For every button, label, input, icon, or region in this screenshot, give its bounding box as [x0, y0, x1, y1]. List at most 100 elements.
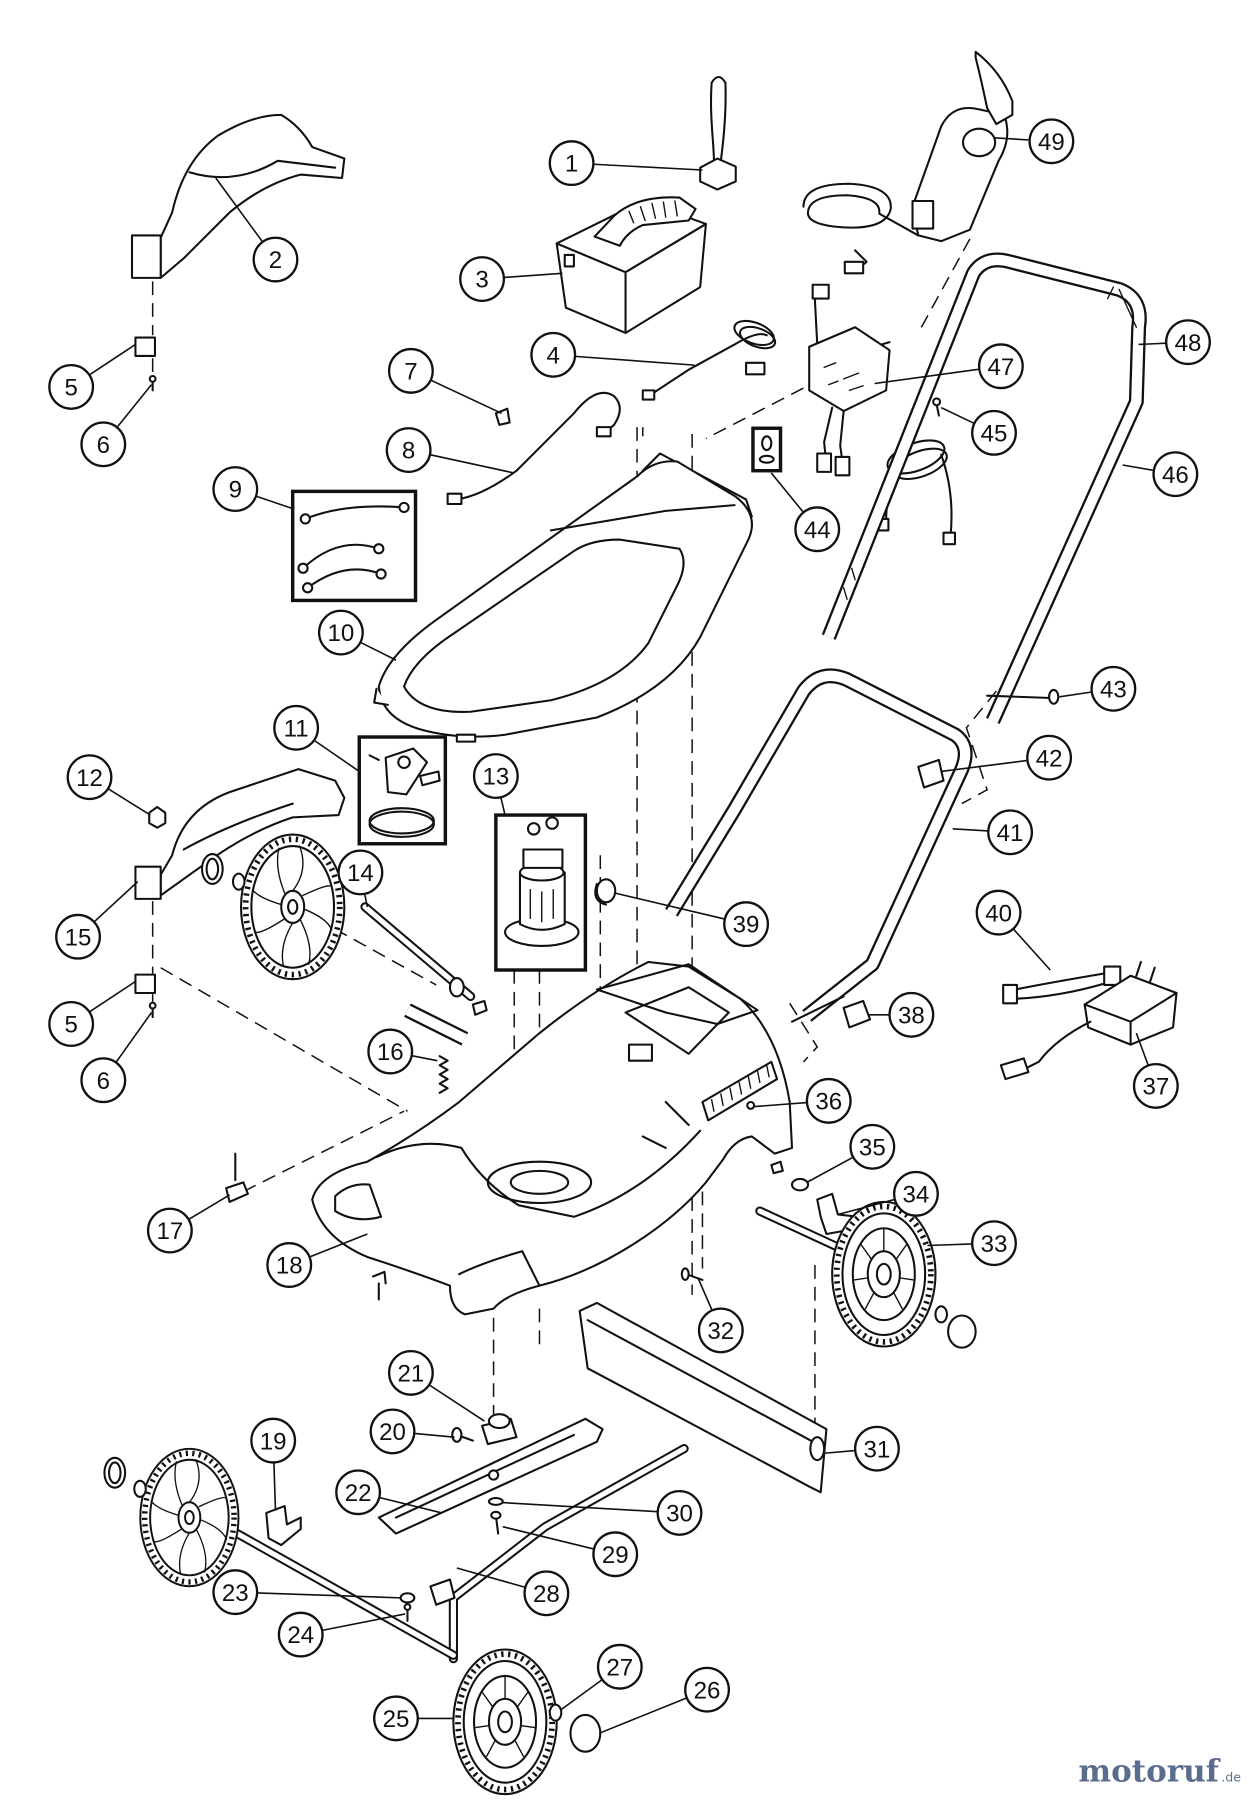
callout-number: 11 [284, 715, 309, 742]
callout-26: 26 [684, 1666, 731, 1713]
callout-32: 32 [697, 1307, 744, 1354]
callout-number: 40 [985, 900, 1012, 927]
callout-39: 39 [723, 901, 770, 948]
part-front-axle-bracket [429, 1444, 689, 1664]
callout-number: 24 [287, 1622, 314, 1649]
callout-number: 33 [981, 1231, 1008, 1258]
callout-circle [971, 1220, 1017, 1267]
callout-circle [369, 1408, 416, 1455]
callout-34: 34 [892, 1170, 939, 1217]
callout-circle [548, 140, 595, 187]
leader-line-41 [952, 828, 989, 832]
callout-circle [723, 901, 770, 948]
part-wheel-25 [453, 1650, 556, 1795]
callout-15: 15 [55, 913, 102, 960]
part-knob-42 [917, 758, 945, 789]
callout-circle [273, 704, 320, 751]
leader-line-21 [428, 1384, 485, 1422]
leader-lines [88, 137, 1167, 1735]
callout-number: 48 [1175, 330, 1202, 357]
leader-line-18 [309, 1233, 368, 1258]
callout-27: 27 [596, 1643, 643, 1690]
leader-line-8 [429, 453, 515, 474]
leader-line-16 [411, 1054, 438, 1062]
part-battery-cable [641, 319, 777, 401]
part-motor-mount-21 [481, 1413, 518, 1446]
callout-41: 41 [987, 809, 1034, 856]
callout-16: 16 [367, 1028, 414, 1075]
callout-42: 42 [1026, 734, 1073, 781]
callout-circle [48, 363, 95, 410]
callout-number: 5 [64, 1012, 77, 1039]
leader-line-33 [927, 1243, 973, 1247]
callout-4: 4 [530, 331, 577, 378]
leader-line-37 [1135, 1032, 1150, 1066]
part-44-box [751, 426, 783, 473]
callout-circle [317, 609, 364, 656]
callout-number: 7 [404, 359, 417, 386]
leader-line-45 [940, 406, 975, 425]
part-washer-27 [548, 1703, 563, 1722]
leader-line-26 [598, 1697, 688, 1735]
callout-35: 35 [849, 1123, 896, 1170]
callout-number: 3 [475, 267, 488, 294]
callout-circle [387, 347, 434, 394]
callout-18: 18 [266, 1242, 313, 1288]
callout-5: 5 [48, 363, 95, 410]
part-clamp-box [357, 735, 448, 846]
leader-line-6 [115, 1012, 153, 1063]
callout-17: 17 [146, 1207, 193, 1254]
callout-number: 19 [260, 1428, 287, 1455]
callout-5: 5 [48, 1001, 95, 1047]
callout-number: 41 [997, 820, 1024, 847]
callout-6: 6 [80, 1057, 127, 1104]
callout-circle [459, 256, 506, 302]
leader-line-23 [257, 1592, 401, 1599]
callout-number: 21 [398, 1361, 425, 1388]
leader-line-48 [1138, 342, 1167, 346]
leader-line-28 [456, 1567, 526, 1589]
leader-line-10 [360, 641, 397, 661]
callout-23: 23 [212, 1569, 259, 1616]
part-6-top [148, 374, 157, 392]
callout-circle [656, 1489, 703, 1536]
part-screw-20 [451, 1426, 474, 1443]
callout-13: 13 [472, 753, 519, 799]
callout-number: 30 [666, 1501, 693, 1528]
part-front-axle [230, 1505, 458, 1660]
part-screw-24 [403, 1603, 412, 1622]
part-lower-handle [665, 668, 973, 1022]
leader-line-11 [313, 739, 360, 773]
callout-10: 10 [317, 609, 364, 656]
callout-circle [977, 343, 1024, 390]
part-wiring-harness [1002, 965, 1122, 1005]
leader-line-36 [754, 1101, 808, 1108]
leader-line-43 [1059, 691, 1092, 698]
part-knob-38 [790, 995, 872, 1029]
callout-number: 8 [402, 438, 415, 465]
callout-number: 49 [1038, 129, 1065, 156]
callout-number: 4 [547, 342, 560, 369]
callout-number: 38 [898, 1002, 925, 1029]
leader-line-46 [1122, 464, 1155, 472]
part-nut-12 [148, 805, 167, 829]
callout-circle [472, 753, 519, 799]
callout-number: 12 [76, 765, 103, 792]
callout-number: 36 [815, 1089, 842, 1116]
callout-circle [684, 1666, 731, 1713]
callout-number: 37 [1142, 1074, 1169, 1101]
callout-29: 29 [592, 1531, 639, 1578]
callout-number: 25 [383, 1706, 410, 1733]
part-safety-key [699, 76, 737, 191]
callout-number: 23 [222, 1580, 249, 1607]
callout-circle [48, 1001, 95, 1047]
callout-number: 13 [482, 764, 509, 791]
callout-circle [250, 1417, 297, 1464]
part-hinge-17 [225, 1152, 249, 1203]
callout-circle [212, 1569, 259, 1616]
callout-number: 1 [565, 151, 578, 178]
leader-line-30 [502, 1501, 658, 1513]
callout-circle [892, 1170, 939, 1217]
callout-number: 6 [97, 1068, 110, 1095]
callout-37: 37 [1132, 1062, 1179, 1109]
